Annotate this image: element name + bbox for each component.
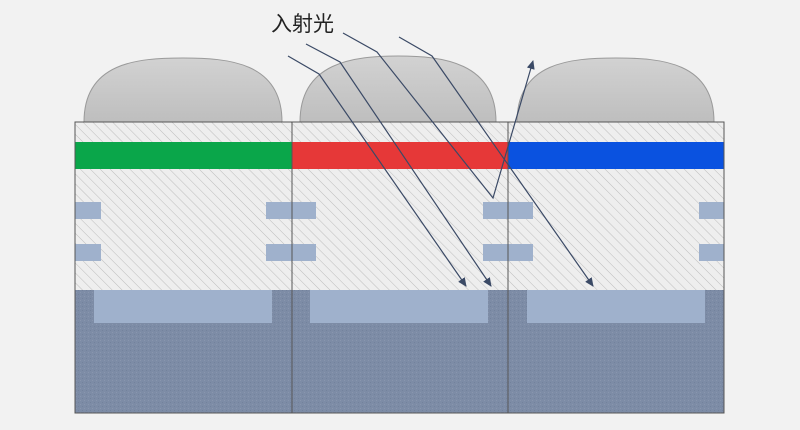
microlens-center — [299, 55, 497, 123]
wiring-block — [266, 202, 316, 219]
microlens-left — [83, 57, 283, 123]
light-ray — [305, 43, 492, 287]
wiring-block — [699, 202, 724, 219]
incident-light-rays — [287, 32, 594, 287]
wiring-block — [75, 244, 101, 261]
photodiode-right — [527, 290, 705, 323]
incident-light-label: 入射光 — [271, 12, 334, 36]
blue-filter — [508, 142, 724, 169]
red-filter — [292, 142, 508, 169]
photodiodes — [94, 290, 705, 323]
light-ray — [342, 32, 535, 200]
microlens-right — [516, 57, 715, 123]
photodiode-left — [94, 290, 272, 323]
pixel-outlines — [74, 121, 725, 414]
green-filter — [75, 142, 292, 169]
wiring-block — [699, 244, 724, 261]
wiring-block — [75, 202, 101, 219]
light-ray — [398, 36, 594, 287]
wiring-block — [266, 244, 316, 261]
photodiode-center — [310, 290, 488, 323]
microlenses — [83, 55, 715, 123]
color-filters — [75, 142, 724, 169]
light-ray — [287, 55, 467, 287]
